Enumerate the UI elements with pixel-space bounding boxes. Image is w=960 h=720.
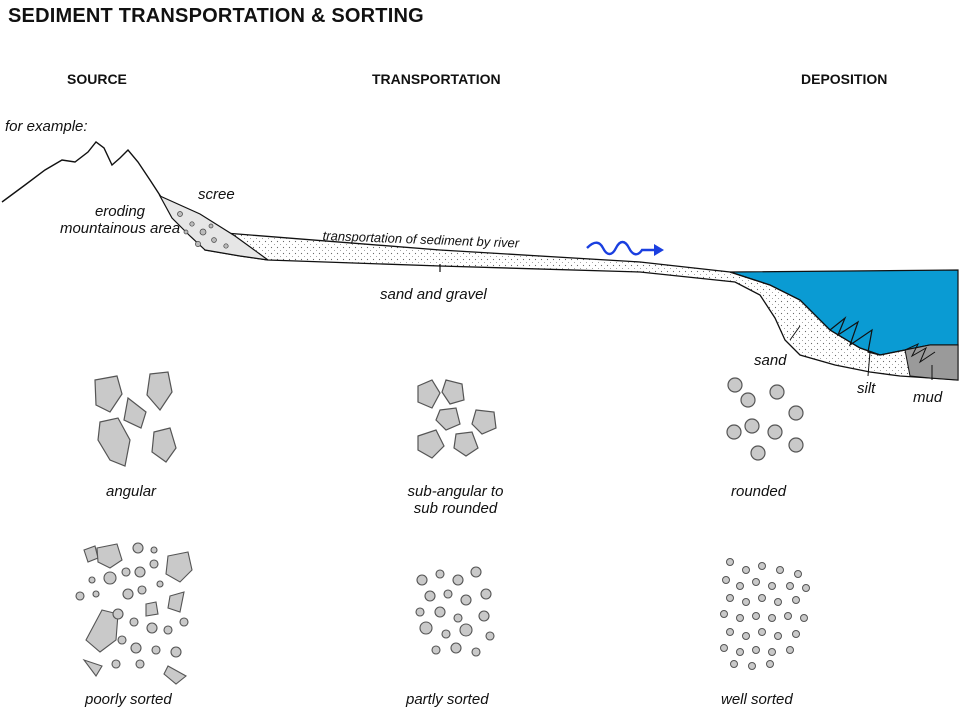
label-angular: angular [106,483,157,500]
silt-wedge [829,316,881,356]
label-sand-gravel: sand and gravel [380,286,487,303]
stage-source: SOURCE [67,71,127,87]
subangular-grains [417,379,497,459]
stage-deposition: DEPOSITION [801,71,888,87]
angular-grains [94,371,177,467]
label-subangular-line1: sub-angular to [407,483,504,500]
well-sorted-grains [720,558,810,670]
stage-transportation: TRANSPORTATION [372,71,501,87]
label-eroding-line2: mountainous area [59,220,181,237]
rounded-grains [726,377,804,461]
mud-wedge [904,344,959,381]
label-well-sorted: well sorted [721,691,793,708]
label-eroding-line1: eroding [94,203,146,220]
label-silt: silt [857,380,876,397]
label-eroding: eroding mountainous area [45,203,195,237]
intro-label: for example: [5,118,88,135]
label-poorly-sorted: poorly sorted [85,691,172,708]
label-sand: sand [754,352,787,369]
label-subangular: sub-angular to sub rounded [378,483,533,517]
label-scree: scree [198,186,235,203]
label-mud: mud [913,389,943,406]
scree-wedge [158,194,269,261]
flow-arrow-icon [586,240,660,256]
label-subangular-line2: sub rounded [413,500,498,517]
label-rounded: rounded [731,483,787,500]
label-partly-sorted: partly sorted [406,691,489,708]
poorly-sorted-grains [75,542,193,685]
diagram-title: SEDIMENT TRANSPORTATION & SORTING [8,5,424,27]
partly-sorted-grains [415,566,495,657]
